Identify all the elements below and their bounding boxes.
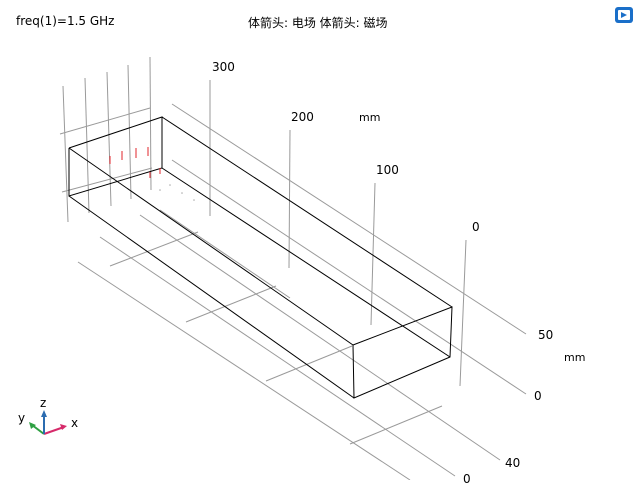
triad-x-axis: [43, 426, 65, 435]
plot-legend-label: 体箭头: 电场 体箭头: 磁场: [248, 16, 388, 30]
grid-diagonal-lines: [77, 103, 527, 480]
unit-mm-right: mm: [564, 351, 586, 364]
tick-100: 100: [376, 163, 399, 177]
axis-triad: [29, 410, 67, 435]
waveguide-box: [68, 116, 453, 399]
h-field-dots: [159, 184, 195, 201]
tick-200: 200: [291, 110, 314, 124]
tick-50: 50: [538, 328, 554, 342]
tick-0-right: 0: [534, 389, 542, 403]
triad-y-label: y: [18, 411, 26, 425]
e-field-arrows: [109, 147, 161, 178]
grid-cross-lines: [59, 107, 443, 445]
tick-300: 300: [212, 60, 235, 74]
camera-snapshot-icon[interactable]: [614, 6, 634, 24]
triad-x-label: x: [71, 416, 79, 430]
tick-0-bottom: 0: [463, 472, 471, 486]
tick-40: 40: [505, 456, 521, 470]
tick-0-top: 0: [472, 220, 480, 234]
unit-mm-top: mm: [359, 111, 381, 124]
parameter-label: freq(1)=1.5 GHz: [16, 14, 115, 28]
triad-z-label: z: [40, 396, 47, 410]
